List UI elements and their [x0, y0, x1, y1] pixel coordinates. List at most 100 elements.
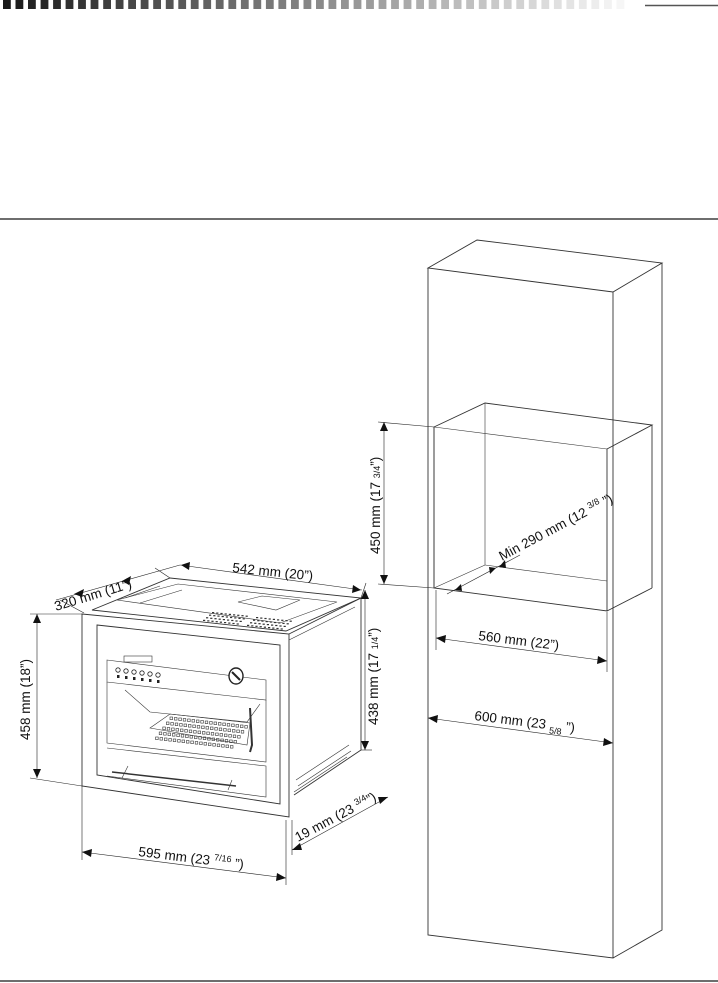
vent-hole: [236, 623, 239, 625]
grid-cell: [216, 743, 221, 747]
grid-cell: [202, 731, 206, 735]
grid-cell: [155, 736, 159, 740]
vent-hole: [227, 619, 230, 621]
grid-cell: [193, 730, 197, 734]
header-square: [466, 0, 474, 9]
header-square: [265, 0, 274, 9]
vent-hole: [218, 618, 221, 620]
grid-cell: [172, 733, 176, 737]
vent-hole: [224, 613, 227, 615]
vent-hole: [261, 620, 264, 622]
header-square: [328, 0, 337, 9]
header-square: [253, 0, 262, 9]
grid-cell: [178, 717, 182, 721]
header-square: [140, 0, 149, 9]
grid-cell: [199, 741, 203, 745]
control-buttons: [115, 667, 161, 683]
grid-cell: [190, 740, 194, 744]
grid-cell: [209, 721, 213, 725]
header-square: [378, 0, 387, 9]
dimension-450-label: 450 mm (17 3/4”): [368, 457, 383, 554]
dimension-458-label: 458 mm (18”): [18, 659, 33, 740]
header-square: [190, 0, 199, 9]
grid-cell: [170, 722, 174, 726]
grid-cell: [205, 726, 209, 730]
vent-hole: [278, 622, 281, 624]
vent-hole: [225, 616, 228, 618]
grid-cell: [221, 744, 225, 748]
grid-cell: [222, 722, 226, 726]
header-square: [316, 0, 324, 9]
vent-hole: [283, 625, 286, 627]
grid-cell: [188, 724, 192, 728]
grid-cell: [216, 738, 220, 742]
vent-hole: [256, 617, 259, 619]
header-square: [103, 0, 111, 9]
header-square: [441, 0, 449, 9]
vent-hole: [263, 626, 266, 628]
dimension-438-label: 438 mm (17 1/4”): [366, 628, 381, 725]
header-square: [341, 0, 349, 9]
header-square: [278, 0, 287, 9]
grid-cell: [177, 739, 181, 743]
grid-cell: [218, 727, 223, 731]
grid-cell: [226, 723, 231, 727]
vent-hole: [213, 615, 216, 617]
vent-hole: [247, 624, 250, 626]
control-button: [139, 670, 145, 676]
grid-cell: [212, 743, 216, 747]
vent-hole: [207, 620, 210, 622]
header-square-strip: [3, 0, 625, 9]
header-square: [240, 0, 249, 9]
grid-cell: [198, 736, 202, 740]
grid-cell: [189, 735, 193, 739]
vent-hole: [242, 618, 245, 620]
dimension-290-label: Min 290 mm (12 3/8 ”): [496, 490, 615, 564]
grid-cell: [232, 734, 237, 738]
grid-cell: [174, 722, 179, 726]
grid-cell: [218, 722, 222, 726]
header-square: [478, 0, 487, 9]
grid-cell: [188, 729, 193, 733]
vent-hole: [228, 622, 231, 624]
vent-hole: [250, 622, 253, 624]
vent-hole: [232, 622, 235, 625]
vent-hole: [230, 616, 233, 619]
vent-hole: [210, 617, 213, 619]
vent-hole: [209, 614, 212, 616]
grid-cell: [185, 734, 189, 738]
vent-hole: [275, 624, 278, 627]
vent-hole: [286, 623, 289, 625]
vent-hole: [274, 621, 277, 624]
vent-hole: [276, 627, 279, 630]
vent-hole: [271, 624, 274, 626]
header-square: [528, 0, 537, 9]
grid-cell: [172, 738, 177, 742]
grid-cell: [158, 731, 163, 735]
grid-cell: [224, 733, 228, 737]
grid-cell: [203, 742, 207, 746]
grid-cell: [179, 723, 183, 727]
vent-hole: [255, 625, 258, 627]
header-square: [403, 0, 412, 9]
grid-cell: [231, 723, 235, 727]
vent-hole: [264, 617, 267, 620]
grid-cell: [171, 727, 175, 731]
header-square: [53, 0, 61, 9]
vent-hole: [219, 621, 222, 623]
grid-cell: [174, 717, 178, 721]
grid-cell: [163, 732, 167, 736]
vent-hole: [265, 621, 268, 623]
grid-cell: [194, 741, 199, 745]
header-square: [453, 0, 462, 9]
grid-cell: [164, 737, 168, 741]
grid-cell: [202, 736, 207, 740]
grid-cell: [236, 729, 240, 733]
grid-cell: [200, 720, 204, 724]
vent-hole: [241, 615, 244, 617]
vent-hole: [268, 618, 271, 620]
header-square: [516, 0, 525, 9]
grid-cell: [240, 724, 244, 728]
dimension-lines: [29, 421, 614, 885]
control-button-marker: [149, 679, 152, 682]
